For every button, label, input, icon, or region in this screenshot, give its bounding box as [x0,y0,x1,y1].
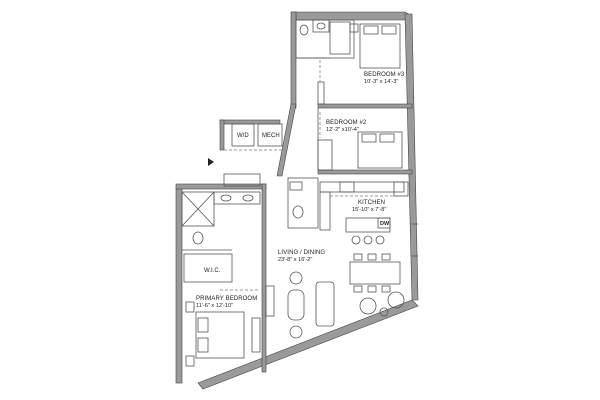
bed-bedroom3 [359,23,401,69]
stool-2 [363,235,373,245]
nightstand-primary-a [185,301,195,313]
stool-1 [351,235,361,245]
stool-3 [375,235,385,245]
interior-lines [181,19,418,367]
kitchen-range [339,181,355,193]
ottoman-bottom [289,325,303,339]
wall-top-bedroom3 [290,11,413,21]
shower-diagonal-2 [181,191,215,227]
primary-dims: 11'-6" x 12'-10" [196,303,233,309]
wall-bottom-diagonal [197,299,419,390]
primary-sink-a [220,194,232,202]
dishwasher [377,217,391,229]
media-unit [265,285,275,317]
kitchen-dims: 15'-10" x 7'-8" [352,207,386,213]
primary-shower [181,191,215,227]
pillow-primary-b [197,337,209,353]
wd-label: W/D [237,133,249,139]
dresser-primary [251,317,261,353]
closet-bedroom3 [317,81,325,105]
door-paths [220,60,404,291]
pillow-bedroom2-b [379,133,395,143]
bathtub-bedroom3 [329,21,351,55]
living-name: LIVING / DINING [278,250,325,256]
pillow-bedroom2-a [361,133,377,143]
dining-chair-6 [381,285,391,293]
pillow-bedroom3-b [381,25,397,35]
coffee-table [287,289,305,321]
wall-corridor-left [219,119,225,151]
dining-chair-2 [367,253,377,261]
nightstand-primary-b [185,355,195,367]
primary-toilet [192,231,204,245]
bed-primary [195,311,245,359]
kitchen-name: KITCHEN [358,200,385,206]
pillow-primary-a [197,317,209,333]
side-table [379,307,389,317]
closet-bedroom2 [317,139,333,171]
dining-chair-4 [353,285,363,293]
toilet-bedroom3 [299,24,309,36]
armchair-left [359,297,377,315]
kitchen-counter-back [319,181,405,193]
bedroom3-name: BEDROOM #3 [364,72,405,78]
mech-closet [257,123,283,147]
exterior-walls [175,11,419,390]
bed-bedroom2 [357,131,403,169]
dining-chair-3 [381,253,391,261]
toilet-hall-bath [292,205,304,219]
dining-table [349,261,401,285]
pillow-bedroom3-a [363,25,379,35]
primary-vanity [213,191,261,205]
hall-bath [287,177,319,229]
room-labels: BEDROOM #3 10'-3" x 14'-3" BEDROOM #2 12… [196,72,405,309]
bedroom3-dims: 10'-3" x 14'-3" [364,79,398,85]
ottoman-top [289,271,303,285]
wall-primary-living [261,183,267,373]
dining-chair-5 [367,285,377,293]
nightstand-bedroom3 [349,23,359,33]
wall-bed3-bed2 [317,103,413,109]
wall-bed2-kitchen [317,169,413,175]
kitchen-counter-side [319,191,331,231]
dining-chair-1 [353,253,363,261]
sofa [315,281,335,327]
bedroom2-dims: 12'-2" x10'-4" [326,127,359,133]
wall-left-primary [175,187,183,384]
wd-closet [231,123,255,147]
sink-bedroom3 [316,22,326,30]
entry-arrow-icon [208,158,214,166]
walk-in-closet [183,253,233,283]
living-dims: 23'-8" x 16'-2" [278,257,312,263]
kitchen-fridge [393,181,409,197]
mech-label: MECH [262,133,280,139]
dw-label: DW [380,221,390,227]
armchair-right [387,291,405,309]
wall-left-diagonal [276,103,297,177]
wall-right-exterior [404,13,419,301]
sink-hall-bath [289,181,303,191]
wic-label: W.I.C. [204,268,221,274]
wall-left-bedroom3 [290,11,297,109]
bedroom2-name: BEDROOM #2 [326,120,367,126]
wall-corridor-top [219,119,281,125]
primary-name: PRIMARY BEDROOM [196,296,257,302]
primary-sink-b [242,194,254,202]
entry-closet [223,173,261,187]
vanity-bedroom3 [312,19,330,33]
wall-top-primary [175,183,267,190]
